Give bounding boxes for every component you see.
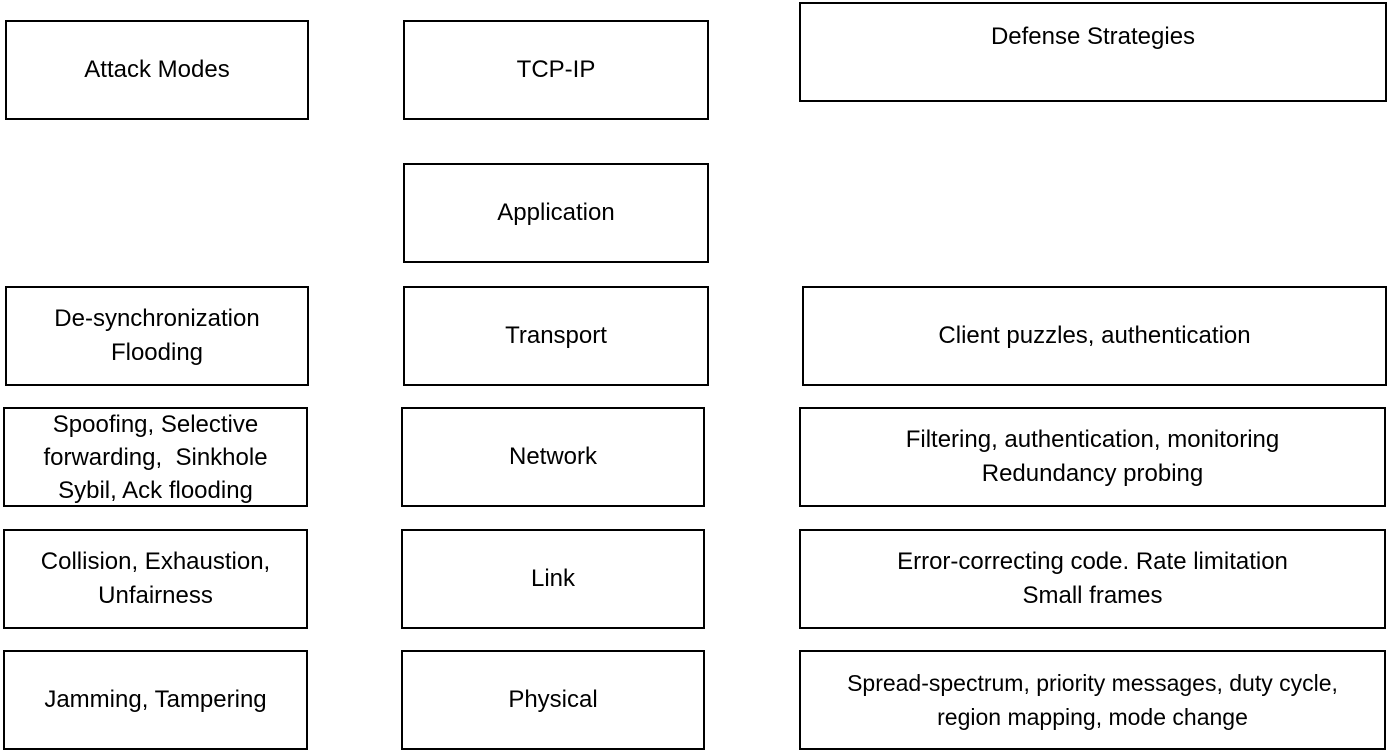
attack-physical-line-1: Jamming, Tampering [44,686,267,713]
defense-physical-line-1: Spread-spectrum, priority messages, duty… [847,670,1338,696]
attack-link-line-1: Collision, Exhaustion, [40,548,271,575]
defense-transport: Client puzzles, authentication [802,286,1387,386]
attack-modes-header: Attack Modes [5,20,309,120]
attack-transport: De-synchronization Flooding [5,286,309,386]
attack-modes-header-text: Attack Modes [84,56,230,83]
attack-transport-line-1: De-synchronization [54,305,260,332]
attack-transport-line-2: Flooding [110,339,204,366]
layer-physical: Physical [401,650,705,750]
attack-network-line-2: forwarding, Sinkhole [43,443,268,471]
layer-transport-label: Transport [505,322,607,349]
defense-network: Filtering, authentication, monitoring Re… [799,407,1386,507]
layer-transport: Transport [403,286,709,386]
layer-link-label: Link [530,565,576,592]
layer-application: Application [403,163,709,263]
attack-network-line-3: Sybil, Ack flooding [58,476,253,504]
defense-transport-line-1: Client puzzles, authentication [938,322,1251,349]
attack-link: Collision, Exhaustion, Unfairness [3,529,308,629]
layer-network: Network [401,407,705,507]
defense-network-line-1: Filtering, authentication, monitoring [905,426,1280,453]
attack-physical: Jamming, Tampering [3,650,308,750]
defense-strategies-header: Defense Strategies [799,2,1387,102]
attack-link-line-2: Unfairness [98,582,213,609]
defense-network-line-2: Redundancy probing [981,460,1204,487]
tcpip-header-text: TCP-IP [516,56,596,83]
tcpip-header: TCP-IP [403,20,709,120]
layer-physical-label: Physical [508,686,598,713]
defense-link-line-1: Error-correcting code. Rate limitation [897,548,1288,575]
defense-link: Error-correcting code. Rate limitation S… [799,529,1386,629]
defense-physical-line-2: region mapping, mode change [937,704,1248,730]
attack-network: Spoofing, Selective forwarding, Sinkhole… [3,407,308,507]
defense-link-line-2: Small frames [1022,582,1163,609]
defense-physical: Spread-spectrum, priority messages, duty… [799,650,1386,750]
layer-application-label: Application [497,199,615,226]
attack-network-line-1: Spoofing, Selective [52,410,259,438]
defense-strategies-header-text: Defense Strategies [990,23,1196,50]
layer-link: Link [401,529,705,629]
layer-network-label: Network [508,443,598,470]
